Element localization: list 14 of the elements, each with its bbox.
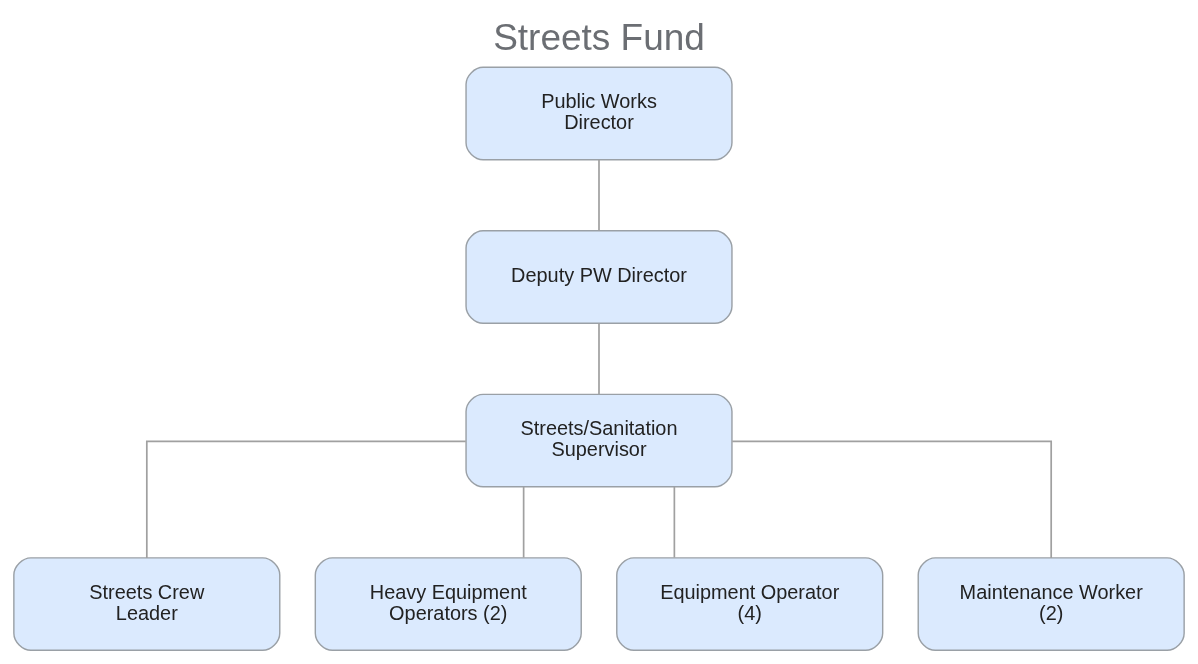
node-box: Heavy Equipment Operators (2): [314, 556, 582, 651]
diagram-title: Streets Fund: [493, 16, 705, 58]
connector: [145, 439, 467, 559]
connector: [598, 158, 600, 231]
connector: [673, 485, 676, 558]
node-box: Equipment Operator (4): [616, 556, 884, 651]
connector: [731, 439, 1053, 559]
node-box: Deputy PW Director: [465, 229, 733, 324]
node-box: Streets Crew Leader: [13, 556, 281, 651]
node-box: Streets/Sanitation Supervisor: [465, 393, 733, 487]
node-box: Public Works Director: [465, 66, 733, 160]
connector: [522, 485, 525, 558]
connector: [598, 322, 600, 395]
node-box: Maintenance Worker (2): [917, 556, 1185, 651]
